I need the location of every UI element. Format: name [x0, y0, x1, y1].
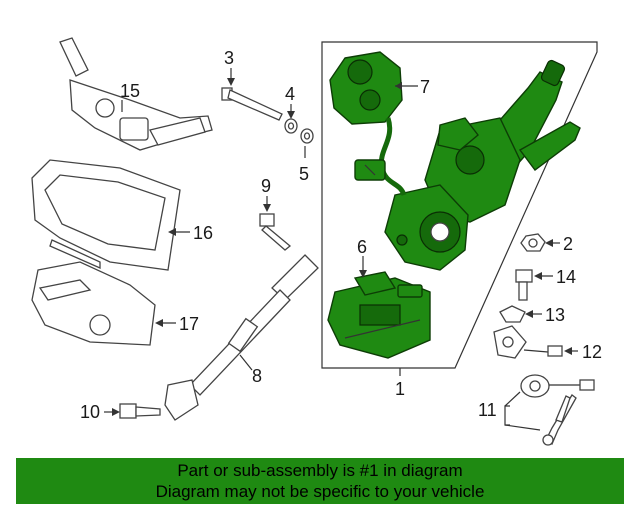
callout-17: 17	[179, 314, 199, 334]
callout-12: 12	[582, 342, 602, 362]
assembly-1-boundary	[321, 41, 598, 369]
callout-10: 10	[80, 402, 100, 422]
part-9-bolt[interactable]	[259, 213, 292, 251]
part-3-bolt[interactable]	[221, 87, 283, 121]
banner-line-1: Part or sub-assembly is #1 in diagram	[177, 461, 463, 480]
callout-9: 9	[261, 176, 271, 196]
part-16-cluster-cover[interactable]	[31, 159, 181, 271]
part-11-lock-set[interactable]	[520, 374, 595, 446]
part-14-bolt[interactable]	[515, 269, 533, 301]
part-2-nut[interactable]	[520, 233, 546, 252]
part-6-control-module[interactable]	[327, 271, 431, 359]
steering-column-assembly[interactable]	[384, 59, 581, 271]
part-7-lock-module[interactable]	[329, 51, 407, 197]
callout-1: 1	[395, 379, 405, 399]
callout-5: 5	[299, 164, 309, 184]
part-10-bolt[interactable]	[119, 403, 161, 419]
callout-2: 2	[563, 234, 573, 254]
part-17-column-shroud[interactable]	[31, 261, 156, 346]
part-8-intermediate-shaft[interactable]	[164, 254, 319, 421]
callout-15: 15	[120, 81, 140, 101]
callout-16: 16	[193, 223, 213, 243]
parts-diagram: 7 6 1 15 3 4 5	[31, 37, 602, 446]
callout-11: 11	[478, 400, 497, 420]
part-5-washer[interactable]	[300, 128, 314, 144]
banner-line-2: Diagram may not be specific to your vehi…	[155, 482, 485, 501]
part-15-combination-switch[interactable]	[59, 37, 213, 151]
callout-4: 4	[285, 84, 295, 104]
callout-13: 13	[545, 305, 565, 325]
callout-8: 8	[252, 366, 262, 386]
callout-6: 6	[357, 237, 367, 257]
part-13-clip[interactable]	[499, 305, 526, 323]
callout-14: 14	[556, 267, 576, 287]
part-12-sensor[interactable]	[493, 325, 563, 359]
callout-7: 7	[420, 77, 430, 97]
info-banner: Part or sub-assembly is #1 in diagram Di…	[16, 458, 624, 504]
callout-3: 3	[224, 48, 234, 68]
part-4-washer[interactable]	[284, 118, 298, 134]
